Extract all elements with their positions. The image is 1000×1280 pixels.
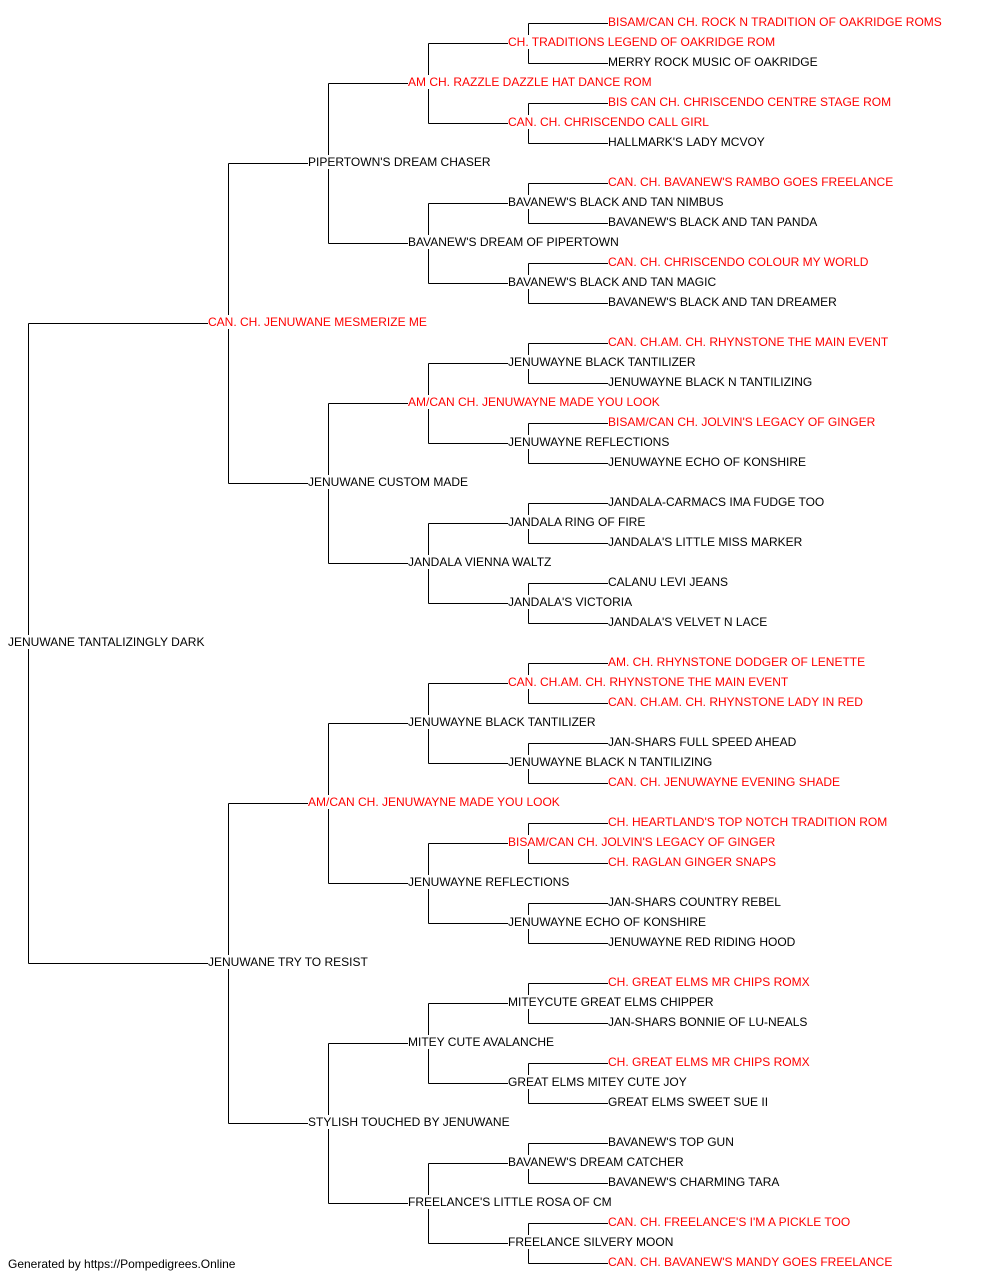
ancestor-name-gen-3: BAVANEW'S DREAM OF PIPERTOWN <box>408 235 621 249</box>
ancestor-name-gen-5: BISAM/CAN CH. ROCK N TRADITION OF OAKRID… <box>608 15 944 29</box>
ancestor-name-gen-2: PIPERTOWN'S DREAM CHASER <box>308 155 493 169</box>
ancestor-name-gen-4: BAVANEW'S BLACK AND TAN NIMBUS <box>508 195 726 209</box>
ancestor-name-gen-4: BAVANEW'S DREAM CATCHER <box>508 1155 686 1169</box>
ancestor-name-gen-5: CH. HEARTLAND'S TOP NOTCH TRADITION ROM <box>608 815 890 829</box>
ancestor-name-gen-5: JAN-SHARS COUNTRY REBEL <box>608 895 783 909</box>
ancestor-name-gen-3: JANDALA VIENNA WALTZ <box>408 555 554 569</box>
ancestor-name-gen-5: BISAM/CAN CH. JOLVIN'S LEGACY OF GINGER <box>608 415 878 429</box>
ancestor-name-gen-2: JENUWANE CUSTOM MADE <box>308 475 471 489</box>
ancestor-name-gen-2: AM/CAN CH. JENUWAYNE MADE YOU LOOK <box>308 795 562 809</box>
ancestor-name-gen-3: FREELANCE'S LITTLE ROSA OF CM <box>408 1195 614 1209</box>
ancestor-name-gen-5: CH. GREAT ELMS MR CHIPS ROMX <box>608 975 812 989</box>
ancestor-name-gen-5: JAN-SHARS FULL SPEED AHEAD <box>608 735 799 749</box>
ancestor-name-gen-5: BIS CAN CH. CHRISCENDO CENTRE STAGE ROM <box>608 95 894 109</box>
ancestor-name-gen-4: JANDALA RING OF FIRE <box>508 515 648 529</box>
ancestor-name-gen-4: FREELANCE SILVERY MOON <box>508 1235 676 1249</box>
ancestor-name-gen-3: MITEY CUTE AVALANCHE <box>408 1035 557 1049</box>
ancestor-name-gen-4: GREAT ELMS MITEY CUTE JOY <box>508 1075 689 1089</box>
ancestor-name-gen-5: GREAT ELMS SWEET SUE II <box>608 1095 771 1109</box>
ancestor-name-gen-5: CAN. CH. BAVANEW'S MANDY GOES FREELANCE <box>608 1255 895 1269</box>
ancestor-name-gen-5: JENUWAYNE ECHO OF KONSHIRE <box>608 455 809 469</box>
ancestor-name-gen-5: JENUWAYNE RED RIDING HOOD <box>608 935 798 949</box>
ancestor-name-gen-1: JENUWANE TRY TO RESIST <box>208 955 370 969</box>
ancestor-name-gen-5: BAVANEW'S BLACK AND TAN PANDA <box>608 215 820 229</box>
ancestor-name-gen-5: JENUWAYNE BLACK N TANTILIZING <box>608 375 815 389</box>
ancestor-name-gen-3: AM CH. RAZZLE DAZZLE HAT DANCE ROM <box>408 75 654 89</box>
ancestor-name-gen-4: JENUWAYNE BLACK N TANTILIZING <box>508 755 715 769</box>
ancestor-name-gen-3: JENUWAYNE REFLECTIONS <box>408 875 572 889</box>
ancestor-name-gen-5: JANDALA'S VELVET N LACE <box>608 615 770 629</box>
ancestor-name-gen-5: JANDALA'S LITTLE MISS MARKER <box>608 535 805 549</box>
ancestor-name-gen-5: BAVANEW'S BLACK AND TAN DREAMER <box>608 295 839 309</box>
ancestor-name-gen-5: BAVANEW'S CHARMING TARA <box>608 1175 782 1189</box>
ancestor-name-gen-4: JENUWAYNE ECHO OF KONSHIRE <box>508 915 709 929</box>
ancestor-name-gen-4: CH. TRADITIONS LEGEND OF OAKRIDGE ROM <box>508 35 778 49</box>
ancestor-name-gen-5: CH. GREAT ELMS MR CHIPS ROMX <box>608 1055 812 1069</box>
ancestor-name-gen-1: CAN. CH. JENUWANE MESMERIZE ME <box>208 315 429 329</box>
generated-by-footer: Generated by https://Pompedigrees.Online <box>8 1257 236 1271</box>
ancestor-name-gen-4: JENUWAYNE BLACK TANTILIZER <box>508 355 698 369</box>
ancestor-name-gen-5: CAN. CH.AM. CH. RHYNSTONE THE MAIN EVENT <box>608 335 891 349</box>
ancestor-name-gen-5: CAN. CH. BAVANEW'S RAMBO GOES FREELANCE <box>608 175 896 189</box>
ancestor-name-gen-5: MERRY ROCK MUSIC OF OAKRIDGE <box>608 55 820 69</box>
ancestor-name-gen-5: CH. RAGLAN GINGER SNAPS <box>608 855 779 869</box>
ancestor-name-gen-3: AM/CAN CH. JENUWAYNE MADE YOU LOOK <box>408 395 662 409</box>
ancestor-name-gen-5: CAN. CH. CHRISCENDO COLOUR MY WORLD <box>608 255 871 269</box>
ancestor-name-gen-5: JAN-SHARS BONNIE OF LU-NEALS <box>608 1015 810 1029</box>
subject-dog-name: JENUWANE TANTALIZINGLY DARK <box>8 635 207 649</box>
ancestor-name-gen-4: BAVANEW'S BLACK AND TAN MAGIC <box>508 275 719 289</box>
ancestor-name-gen-4: BISAM/CAN CH. JOLVIN'S LEGACY OF GINGER <box>508 835 778 849</box>
ancestor-name-gen-4: JANDALA'S VICTORIA <box>508 595 635 609</box>
ancestor-name-gen-2: STYLISH TOUCHED BY JENUWANE <box>308 1115 512 1129</box>
ancestor-name-gen-4: CAN. CH. CHRISCENDO CALL GIRL <box>508 115 711 129</box>
ancestor-name-gen-4: JENUWAYNE REFLECTIONS <box>508 435 672 449</box>
ancestor-name-gen-4: CAN. CH.AM. CH. RHYNSTONE THE MAIN EVENT <box>508 675 791 689</box>
ancestor-name-gen-5: CAN. CH.AM. CH. RHYNSTONE LADY IN RED <box>608 695 865 709</box>
ancestor-name-gen-5: CAN. CH. FREELANCE'S I'M A PICKLE TOO <box>608 1215 853 1229</box>
ancestor-name-gen-3: JENUWAYNE BLACK TANTILIZER <box>408 715 598 729</box>
ancestor-name-gen-5: BAVANEW'S TOP GUN <box>608 1135 736 1149</box>
ancestor-name-gen-5: CAN. CH. JENUWAYNE EVENING SHADE <box>608 775 843 789</box>
ancestor-name-gen-4: MITEYCUTE GREAT ELMS CHIPPER <box>508 995 716 1009</box>
ancestor-name-gen-5: HALLMARK'S LADY MCVOY <box>608 135 767 149</box>
ancestor-name-gen-5: AM. CH. RHYNSTONE DODGER OF LENETTE <box>608 655 868 669</box>
ancestor-name-gen-5: JANDALA-CARMACS IMA FUDGE TOO <box>608 495 827 509</box>
ancestor-name-gen-5: CALANU LEVI JEANS <box>608 575 731 589</box>
